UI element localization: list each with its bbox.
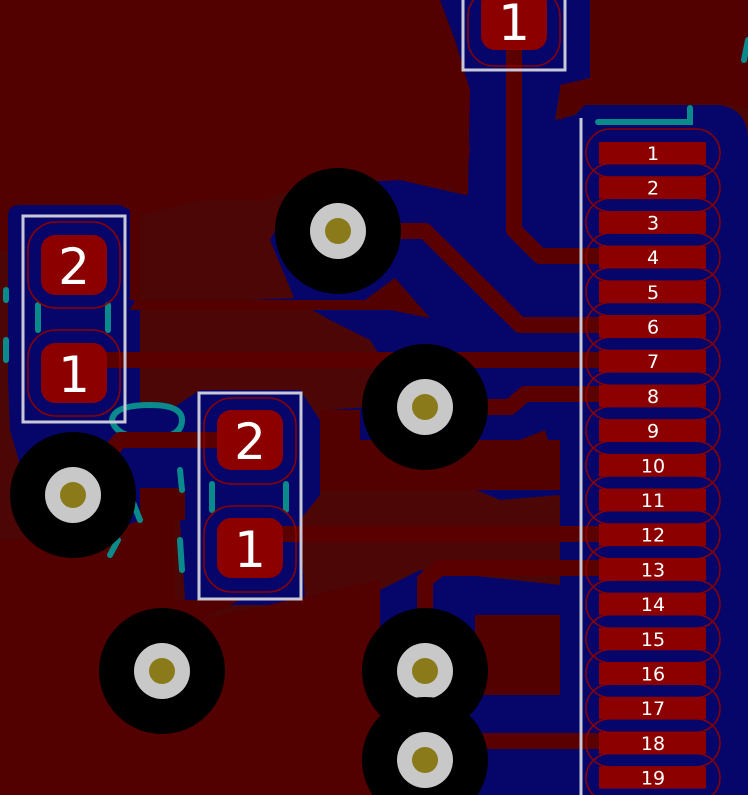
header-pin-pad[interactable]: [599, 246, 706, 269]
connector-left: 2 1: [21, 214, 127, 424]
pad-left-1[interactable]: [41, 343, 107, 403]
pad-outline-middle-2: [203, 397, 297, 485]
pad-middle-1[interactable]: [217, 518, 283, 578]
header-pin-label: 12: [641, 525, 665, 547]
header-pin-pad[interactable]: [599, 697, 706, 720]
silkscreen-outline-left: [21, 214, 127, 424]
header-pin-label: 1: [647, 143, 659, 165]
connector-middle: 2 1: [197, 391, 303, 601]
header-pin[interactable]: 13: [585, 544, 721, 595]
header-pin-pad[interactable]: [599, 142, 706, 164]
header-pin[interactable]: 7: [585, 336, 721, 386]
header-pin-label: 13: [641, 559, 665, 581]
via-3[interactable]: [10, 432, 136, 558]
pad-outline-top-1: [467, 0, 561, 67]
via-1[interactable]: [275, 168, 401, 294]
header-pin-pad[interactable]: [599, 593, 706, 616]
header-pin-pad[interactable]: [599, 662, 706, 685]
header-pin-label: 15: [641, 629, 665, 651]
pad-label-left-2: 2: [58, 238, 90, 296]
header-pin-label: 11: [641, 490, 665, 512]
header-pin-pad[interactable]: [599, 558, 706, 581]
header-pin-label: 16: [641, 664, 665, 686]
track-top-to-pin4: [506, 32, 608, 264]
header-pin-label: 7: [647, 351, 659, 373]
pad-outline-left-2: [27, 221, 121, 309]
vias: [10, 168, 488, 795]
connector-top: 1: [461, 0, 567, 72]
pad-outline-middle-1: [203, 505, 297, 593]
header-pin-label: 4: [647, 247, 659, 269]
header-pin[interactable]: 8: [585, 371, 721, 421]
pad-outline-left-1: [27, 329, 121, 417]
pad-label-middle-2: 2: [234, 413, 266, 471]
header-pin[interactable]: 18: [585, 718, 721, 768]
header-pin-label: 10: [641, 455, 665, 477]
header-pin[interactable]: 11: [585, 475, 721, 525]
header-pin-label: 6: [647, 317, 659, 339]
pad-label-middle-1: 1: [234, 521, 266, 579]
header-pin-pad[interactable]: [599, 176, 706, 199]
via-6[interactable]: [362, 697, 488, 795]
header-pin-pad[interactable]: [599, 419, 706, 442]
header-pin[interactable]: 15: [585, 614, 721, 664]
header-pin[interactable]: 16: [585, 648, 721, 699]
pad-label-left-1: 1: [58, 346, 90, 404]
header-pin-label: 3: [647, 212, 659, 234]
header-pin-outline: [585, 752, 721, 795]
header-pin-label: 5: [647, 282, 659, 304]
header-pin-label: 9: [647, 421, 659, 443]
header-pin-pad[interactable]: [599, 315, 706, 338]
header-pin-pad[interactable]: [599, 627, 706, 650]
header-pin-label: 18: [641, 733, 665, 755]
header-pin-label: 17: [641, 698, 665, 720]
header-pin[interactable]: 9: [585, 405, 721, 456]
pad-top-1[interactable]: [481, 0, 547, 50]
header-pin-pad[interactable]: [599, 731, 706, 754]
via-4[interactable]: [99, 608, 225, 734]
header-pin-pad[interactable]: [599, 489, 706, 511]
silkscreen-outline-middle: [197, 391, 303, 601]
header-pin-pad[interactable]: [599, 523, 706, 546]
header-pin[interactable]: 19: [585, 752, 721, 795]
header-pin-pad[interactable]: [599, 384, 706, 407]
header-pin-label: 8: [647, 386, 659, 408]
header-pin-pad[interactable]: [599, 280, 706, 303]
pad-left-2[interactable]: [41, 235, 107, 295]
pad-label-top-1: 1: [498, 0, 530, 52]
header-pin-pad[interactable]: [599, 766, 706, 789]
header-pin-label: 19: [641, 768, 665, 790]
header-pin-pad[interactable]: [599, 211, 706, 234]
header-pin-pad[interactable]: [599, 454, 706, 477]
header-pin[interactable]: 4: [585, 232, 721, 282]
silkscreen-outline-top: [461, 0, 567, 72]
via-2[interactable]: [362, 344, 488, 470]
header-pin-pad[interactable]: [599, 350, 706, 373]
pad-middle-2[interactable]: [217, 410, 283, 470]
header-pin[interactable]: 5: [585, 267, 721, 317]
header-pin-label: 2: [647, 178, 659, 200]
via-5[interactable]: [362, 608, 488, 734]
header-pin-label: 14: [641, 594, 665, 616]
